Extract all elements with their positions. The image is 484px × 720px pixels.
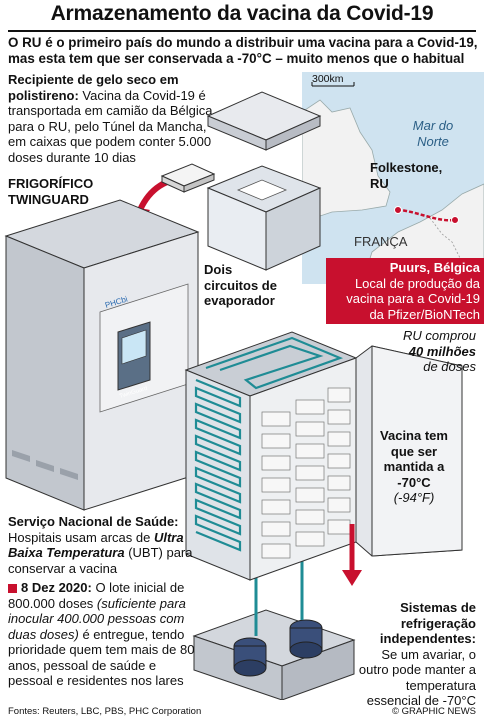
refrigeration-callout: Sistemas de refrigeração independentes: … xyxy=(350,600,476,709)
credit: © GRAPHIC NEWS xyxy=(391,706,476,717)
puurs-text: Local de produção da vacina para a Covid… xyxy=(346,275,480,322)
sources: Fontes: Reuters, LBC, PBS, PHC Corporati… xyxy=(8,706,202,717)
border-line xyxy=(429,217,463,263)
dec8-date: 8 Dez 2020: xyxy=(21,580,92,595)
uk-bought-text: RU comprou xyxy=(403,328,476,343)
illustration: PHCbi TwinGuard xyxy=(4,91,463,700)
refrigeration-title: Sistemas de refrigeração independentes: xyxy=(379,600,476,646)
freezer-label-line1: FRIGORÍFICO xyxy=(8,176,94,191)
nhs-text-b: (UBT) para conservar a vacina xyxy=(8,545,193,576)
folkestone-label: Folkestone, RU xyxy=(370,160,443,191)
page-title: Armazenamento da vacina da Covid-19 xyxy=(50,2,434,25)
nhs-title: Serviço Nacional de Saúde: xyxy=(8,514,179,529)
temperature-callout: Vacina tem que ser mantida a -70°C (-94°… xyxy=(372,428,456,506)
temperature-celsius: -70°C xyxy=(397,474,431,490)
uk-bought-callout: RU comprou 40 milhões de doses xyxy=(380,328,476,375)
freezer-vents xyxy=(12,450,78,480)
dec8-callout: 8 Dez 2020: O lote inicial de 800.000 do… xyxy=(8,580,204,689)
dec8-text-a: O lote inicial de 800.000 doses xyxy=(8,580,185,611)
container-text: Vacina da Covid-19 é transportada em cam… xyxy=(8,87,213,165)
folkestone-dot xyxy=(394,206,402,214)
route-line xyxy=(399,208,455,222)
uk-landmass xyxy=(301,99,391,223)
freezer-label-line2: TWINGUARD xyxy=(8,191,89,207)
title-rule xyxy=(8,30,476,32)
evaporator-coils xyxy=(194,336,344,552)
container-side xyxy=(265,187,321,271)
dec8-text-b: é entregue, tendo prioridade quem tem ma… xyxy=(8,626,195,689)
temperature-label: Vacina tem que ser mantida a xyxy=(380,428,448,474)
temperature-fahrenheit: (-94°F) xyxy=(393,490,435,505)
container-title: Recipiente de gelo seco em polistireno: xyxy=(8,72,179,103)
uk-bought-unit: de doses xyxy=(423,359,476,374)
nhs-text-a: Hospitais usam arcas de xyxy=(8,529,151,545)
puurs-callout: Puurs, Bélgica Local de produção da vaci… xyxy=(326,258,484,324)
refrigeration-text: Se um avariar, o outro pode manter a tem… xyxy=(358,646,476,709)
dec8-emph: (suficiente para inocular 400.000 pessoa… xyxy=(8,595,186,642)
freezer-label: FRIGORÍFICO TWINGUARD xyxy=(8,176,93,207)
puurs-dot xyxy=(451,216,459,224)
vaccine-racks xyxy=(261,387,351,559)
evaporator-label: Dois circuitos de evaporador xyxy=(204,262,277,308)
page-subtitle: O RU é o primeiro país do mundo a distri… xyxy=(8,35,478,66)
nhs-emph: Ultra Baixa Temperatura xyxy=(8,529,184,561)
container-callout: Recipiente de gelo seco em polistireno: … xyxy=(8,72,216,165)
nhs-callout: Serviço Nacional de Saúde: Hospitais usa… xyxy=(8,514,208,576)
sea-label: Mar do Norte xyxy=(412,118,454,149)
puurs-title: Puurs, Bélgica xyxy=(389,260,480,275)
arrow-head-compressor xyxy=(342,570,362,586)
red-square-bullet xyxy=(8,584,17,594)
france-label: FRANÇA xyxy=(354,234,408,249)
map-scale-label: 300km xyxy=(312,73,344,85)
uk-bought-amount: 40 milhões xyxy=(408,343,476,359)
